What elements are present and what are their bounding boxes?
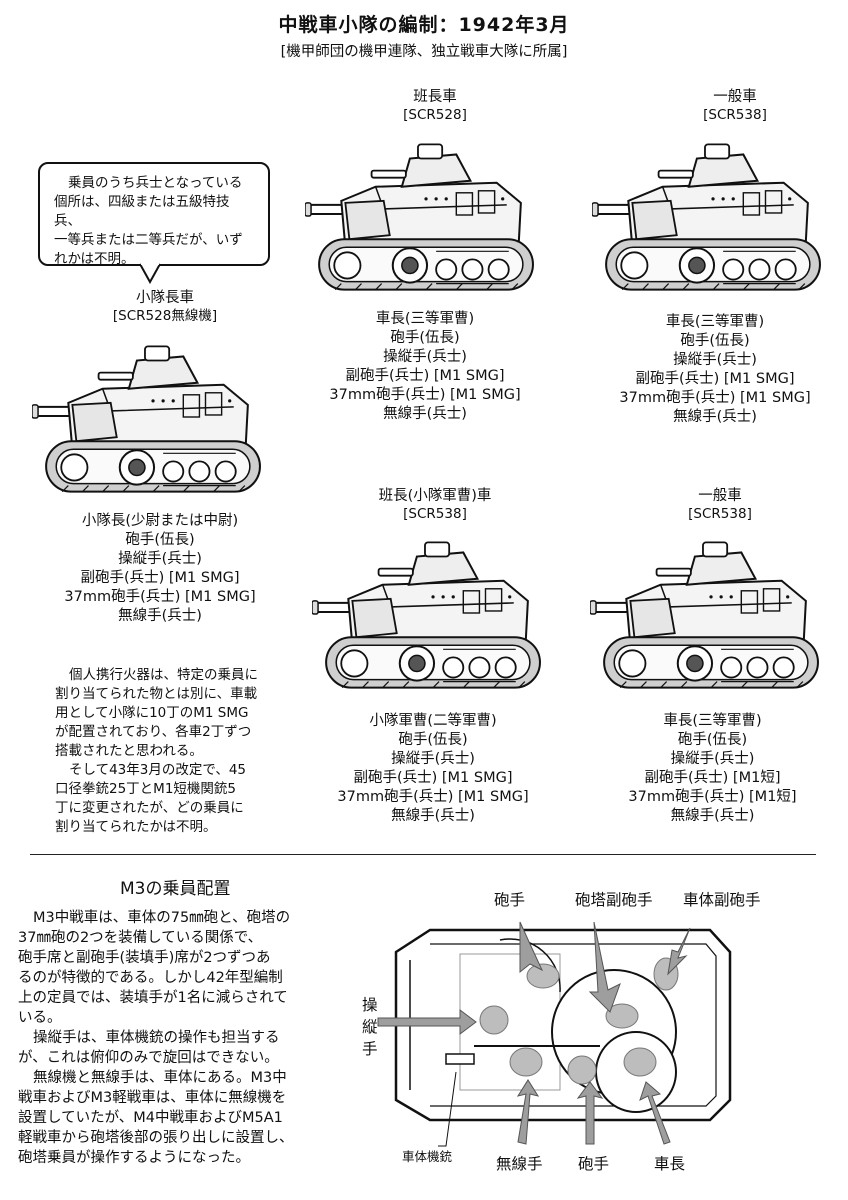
crew-member: 無線手(兵士) (673, 409, 757, 425)
crew-member: 37mm砲手(兵士) [M1 SMG] (329, 387, 521, 403)
crew-member: 操縦手(兵士) (670, 751, 755, 767)
tank-name: 班長(小隊軍曹)車 (378, 488, 492, 504)
page-title: 中戦車小隊の編制：1942年3月 (278, 14, 570, 36)
tank-name: 班長車 (413, 89, 457, 105)
label-driver: 操縦手 (362, 996, 378, 1058)
body-line: 砲手席と副砲手(装填手)席が2つずつあ (18, 950, 271, 966)
crew-member: 砲手(伍長) (390, 330, 460, 346)
tank-name: 一般車 (713, 89, 757, 105)
body-line: M3中戦車は、車体の75㎜砲と、砲塔の (33, 910, 291, 926)
crew-list: 車長(三等軍曹) 砲手(伍長) 操縦手(兵士) 副砲手(兵士) [M1 SMG]… (580, 313, 848, 427)
body-line: 無線機と無線手は、車体にある。M3中 (33, 1070, 287, 1086)
body-line: 37㎜砲の2つを装備している関係で、 (18, 930, 263, 946)
crew-member: 車長(三等軍曹) (663, 713, 762, 729)
tank-illustration (312, 541, 541, 689)
bubble-line: 一等兵または二等兵だが、いず (54, 232, 243, 248)
section-title: M3の乗員配置 (120, 879, 231, 899)
label-hull-loader: 車体副砲手 (683, 891, 761, 909)
body-line: 戦車およびM3軽戦車は、車体に無線機を (18, 1090, 287, 1106)
crew-member: 副砲手(兵士) [M1 SMG] (345, 368, 505, 384)
bubble-line: れかは不明。 (54, 251, 135, 267)
label-gunner-top: 砲手 (494, 891, 526, 909)
section-divider (30, 854, 816, 855)
tank-name: 小隊長車 (136, 290, 194, 306)
tank-card-general-2: 一般車 [SCR538] (615, 487, 825, 523)
tank-card-section-leader: 班長車 [SCR528] (330, 88, 540, 124)
tank-illustration (32, 345, 261, 493)
crew-member: 操縦手(兵士) (383, 349, 467, 365)
bubble-tail-icon (139, 262, 161, 284)
crew-member: 37mm砲手(兵士) [M1短] (628, 789, 797, 805)
crew-member: 車長(三等軍曹) (665, 314, 765, 330)
label-radio-operator: 無線手 (496, 1155, 543, 1173)
tank-radio: [SCR538] (688, 506, 752, 522)
crew-member: 無線手(兵士) (670, 808, 755, 824)
tank-card-platoon-sergeant: 班長(小隊軍曹)車 [SCR538] (330, 487, 540, 523)
bubble-line: 乗員のうち兵士となっている (68, 175, 243, 191)
crew-member: 副砲手(兵士) [M1 SMG] (353, 770, 513, 786)
crew-member: 無線手(兵士) (118, 608, 202, 624)
tank-radio: [SCR538] (703, 107, 767, 123)
crew-member: 車長(三等軍曹) (375, 311, 475, 327)
tank-illustration (592, 143, 821, 291)
crew-member: 副砲手(兵士) [M1 SMG] (635, 371, 795, 387)
note-line: 個人携行火器は、特定の乗員に (69, 667, 258, 683)
crew-section-text: M3中戦車は、車体の75㎜砲と、砲塔の 37㎜砲の2つを装備している関係で、 砲… (18, 908, 344, 1168)
note-line: 搭載されたと思われる。 (55, 743, 203, 759)
note-line: 用として小隊に10丁のM1 SMG (55, 705, 249, 721)
crew-list: 小隊長(少尉または中尉) 砲手(伍長) 操縦手(兵士) 副砲手(兵士) [M1 … (20, 512, 300, 626)
small-arms-note: 個人携行火器は、特定の乗員に 割り当てられた物とは別に、車載 用として小隊に10… (55, 666, 295, 837)
crew-member: 砲手(伍長) (125, 532, 195, 548)
crew-member: 副砲手(兵士) [M1 SMG] (80, 570, 240, 586)
note-line: 口径拳銃25丁とM1短機関銃5 (55, 781, 237, 797)
tank-radio: [SCR528無線機] (112, 308, 218, 324)
crew-list: 車長(三等軍曹) 砲手(伍長) 操縦手(兵士) 副砲手(兵士) [M1 SMG]… (290, 310, 560, 424)
tank-radio: [SCR538] (403, 506, 467, 522)
body-line: るのが特徴的である。しかし42年型編制 (18, 970, 283, 986)
tank-radio: [SCR528] (403, 107, 467, 123)
crew-member: 小隊軍曹(二等軍曹) (369, 713, 497, 729)
speech-bubble: 乗員のうち兵士となっている 個所は、四級または五級特技兵、 一等兵または二等兵だ… (38, 162, 270, 267)
crew-list: 車長(三等軍曹) 砲手(伍長) 操縦手(兵士) 副砲手(兵士) [M1短] 37… (585, 712, 840, 826)
crew-member: 小隊長(少尉または中尉) (81, 513, 239, 529)
crew-member: 37mm砲手(兵士) [M1 SMG] (619, 390, 811, 406)
label-hull-mg: 車体機銃 (402, 1149, 453, 1164)
body-line: 操縦手は、車体機銃の操作も担当する (33, 1030, 280, 1046)
crew-member: 無線手(兵士) (391, 808, 475, 824)
crew-member: 操縦手(兵士) (673, 352, 757, 368)
label-commander: 車長 (654, 1155, 686, 1173)
note-line: が配置されており、各車2丁ずつ (55, 724, 252, 740)
tank-illustration (590, 541, 819, 689)
crew-member: 37mm砲手(兵士) [M1 SMG] (337, 789, 529, 805)
label-turret-loader: 砲塔副砲手 (575, 891, 653, 909)
note-line: 丁に変更されたが、どの乗員に (55, 800, 244, 816)
tank-name: 一般車 (698, 488, 742, 504)
body-line: 上の定員では、装填手が1名に減らされて (18, 990, 288, 1006)
body-line: 砲塔乗員が操作するようになった。 (18, 1150, 250, 1166)
label-gunner-bottom: 砲手 (578, 1155, 610, 1173)
body-line: いる。 (18, 1010, 62, 1026)
note-line: そして43年3月の改定で、45 (69, 762, 247, 778)
crew-member: 砲手(伍長) (398, 732, 468, 748)
note-line: 割り当てられた物とは別に、車載 (55, 686, 258, 702)
tank-illustration (305, 143, 534, 291)
body-line: が、これは俯仰のみで旋回はできない。 (18, 1050, 279, 1066)
crew-member: 37mm砲手(兵士) [M1 SMG] (64, 589, 256, 605)
crew-member: 操縦手(兵士) (391, 751, 475, 767)
crew-member: 砲手(伍長) (680, 333, 750, 349)
page-subtitle: [機甲師団の機甲連隊、独立戦車大隊に所属] (280, 44, 568, 60)
body-line: 設置していたが、M4中戦車およびM5A1 (18, 1110, 283, 1126)
tank-card-platoon-leader: 小隊長車 [SCR528無線機] (60, 289, 270, 325)
body-line: 軽戦車から砲塔後部の張り出しに設置し、 (18, 1130, 294, 1146)
crew-member: 副砲手(兵士) [M1短] (644, 770, 781, 786)
bubble-line: 個所は、四級または五級特技兵、 (54, 194, 230, 229)
note-line: 割り当てられたかは不明。 (55, 819, 217, 835)
crew-member: 無線手(兵士) (383, 406, 467, 422)
tank-card-general-1: 一般車 [SCR538] (630, 88, 840, 124)
crew-list: 小隊軍曹(二等軍曹) 砲手(伍長) 操縦手(兵士) 副砲手(兵士) [M1 SM… (298, 712, 568, 826)
crew-member: 砲手(伍長) (677, 732, 748, 748)
crew-member: 操縦手(兵士) (118, 551, 202, 567)
crew-layout-diagram (377, 921, 732, 1147)
